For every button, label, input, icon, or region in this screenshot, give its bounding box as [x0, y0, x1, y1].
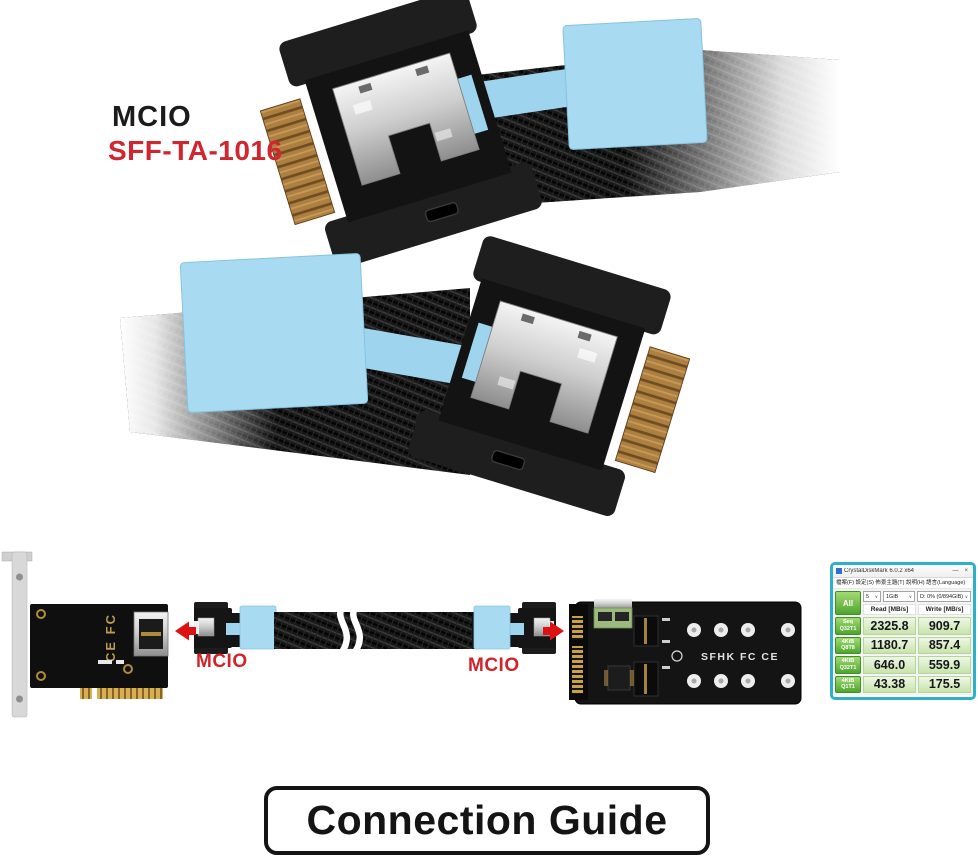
mcio-connector-photo-top	[242, 0, 545, 279]
benchmark-body: All Seq Q32T1 4KiB Q8T8 4KiB Q32T1 4KiB …	[833, 589, 973, 695]
adapter-board-illustration: SFHK FC CE	[569, 599, 802, 705]
drive-value: D: 0% (0/894GiB)	[920, 593, 964, 600]
size-value: 1GiB	[886, 593, 899, 600]
test-label: Seq	[842, 619, 854, 626]
app-icon	[836, 568, 842, 574]
blue-protective-pad-bottom	[179, 253, 369, 413]
all-test-button[interactable]: All	[835, 591, 861, 615]
cable-photo-bottom	[120, 230, 708, 527]
product-label-mcio: MCIO	[112, 101, 192, 133]
benchmark-window: CrystalDiskMark 6.0.2 x64 — × 檔案(F) 設定(S…	[830, 562, 976, 700]
arrow-left-icon	[175, 621, 196, 641]
pcie-card-illustration: CE FC	[1, 551, 169, 718]
adapter-sata-fingers	[572, 616, 583, 640]
read-value: 2325.8	[863, 617, 916, 635]
test-row-button-4kib-q1t1[interactable]: 4KiB Q1T1	[835, 675, 861, 693]
test-label: Q32T1	[839, 664, 857, 671]
window-title: CrystalDiskMark 6.0.2 x64	[844, 568, 915, 574]
guide-cable-braid	[274, 612, 478, 649]
chevron-down-icon: ∨	[874, 593, 878, 599]
test-row-button-4kib-q32t1[interactable]: 4KiB Q32T1	[835, 656, 861, 674]
card-bracket	[11, 551, 28, 718]
cable-photo-top	[242, 0, 840, 279]
benchmark-toolbar: 5 ∨ 1GiB ∨ D: 0% (0/894GiB) ∨	[863, 591, 971, 602]
logo-ring-icon	[671, 650, 683, 662]
standoff-holes	[687, 623, 795, 688]
connection-guide-title-box: Connection Guide	[264, 786, 710, 855]
card-pcie-fingers	[80, 688, 92, 699]
write-header: Write [MB/s]	[918, 604, 971, 615]
size-select[interactable]: 1GiB ∨	[883, 591, 915, 602]
test-row-button-4kib-q8t8[interactable]: 4KiB Q8T8	[835, 636, 861, 654]
test-label: 4KiB	[841, 658, 855, 665]
minimize-button[interactable]: —	[952, 568, 959, 574]
guide-label-mcio-left: MCIO	[196, 651, 248, 672]
arrow-right-icon	[543, 621, 564, 641]
runs-value: 5	[866, 593, 870, 600]
read-value: 43.38	[863, 675, 916, 693]
guide-label-mcio-right: MCIO	[468, 655, 520, 676]
product-label-spec: SFF-TA-1016	[108, 135, 283, 166]
write-value: 175.5	[918, 675, 971, 693]
result-row: 1180.7 857.4	[863, 636, 971, 654]
card-markings: CE FC	[103, 613, 118, 662]
benchmark-headers: Read [MB/s] Write [MB/s]	[863, 604, 971, 615]
write-value: 857.4	[918, 636, 971, 654]
test-label: 4KiB	[841, 638, 855, 645]
titlebar: CrystalDiskMark 6.0.2 x64 — ×	[833, 565, 973, 578]
write-value: 559.9	[918, 656, 971, 674]
test-label: Q32T1	[839, 625, 857, 632]
result-row: 43.38 175.5	[863, 675, 971, 693]
read-value: 1180.7	[863, 636, 916, 654]
guide-cap-right	[473, 605, 511, 650]
adapter-markings: SFHK FC CE	[701, 651, 779, 663]
read-value: 646.0	[863, 656, 916, 674]
menu-bar[interactable]: 檔案(F) 設定(S) 佈景主題(T) 說明(H) 語言(Language)	[833, 578, 973, 589]
chevron-down-icon: ∨	[908, 593, 912, 599]
result-row: 646.0 559.9	[863, 656, 971, 674]
card-pcb	[30, 604, 168, 688]
cable-break-mark	[337, 602, 351, 654]
test-label: 4KiB	[841, 677, 855, 684]
mcio-connector-photo-bottom	[405, 230, 708, 527]
guide-cap-left	[239, 605, 277, 650]
guide-cable-illustration	[194, 602, 556, 654]
chevron-down-icon: ∨	[964, 593, 968, 599]
result-row: 2325.8 909.7	[863, 617, 971, 635]
runs-select[interactable]: 5 ∨	[863, 591, 881, 602]
drive-select[interactable]: D: 0% (0/894GiB) ∨	[917, 591, 971, 602]
read-header: Read [MB/s]	[863, 604, 916, 615]
write-value: 909.7	[918, 617, 971, 635]
blue-protective-pad-top	[562, 18, 708, 150]
blue-pull-strip-bottom	[352, 326, 478, 388]
page-title: Connection Guide	[306, 797, 668, 843]
test-label: Q1T1	[841, 684, 855, 691]
test-row-button-seq-q32t1[interactable]: Seq Q32T1	[835, 617, 861, 635]
test-label: Q8T8	[841, 645, 855, 652]
close-button[interactable]: ×	[964, 568, 968, 574]
